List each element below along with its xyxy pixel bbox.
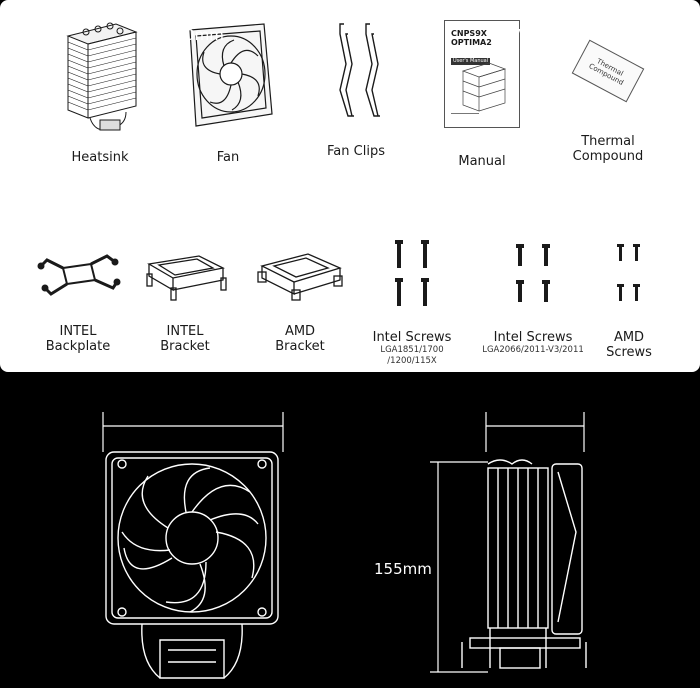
heatsink-icon — [66, 22, 138, 131]
amd-screws-item: AMD Screws — [598, 242, 660, 360]
screws-icon — [516, 244, 550, 302]
manual-cover-illustration — [461, 62, 507, 112]
intel-screws-1851-sub-1: LGA1851/1700 — [380, 345, 444, 355]
intel-screws-1851-sub-2: /1200/115X — [387, 356, 437, 366]
fan-item: Fan — [178, 22, 278, 165]
intel-bracket-label-2: Bracket — [160, 339, 210, 354]
fan-label: Fan — [216, 150, 240, 165]
intel-screws-1851-label: Intel Screws — [372, 330, 452, 345]
accessories-panel: Heatsink Fan — [0, 0, 700, 372]
thermal-compound-label-1: Thermal — [581, 134, 635, 149]
manual-item: CNPS9X OPTIMA2 User's Manual Manual — [432, 20, 532, 169]
amd-screws-label-1: AMD — [613, 330, 645, 345]
width-dimension-label: 120mm — [166, 26, 224, 44]
manual-footer-lines — [451, 113, 479, 121]
intel-bracket-label-1: INTEL — [166, 324, 204, 339]
intel-backplate-label-2: Backplate — [45, 339, 111, 354]
intel-bracket-item: INTEL Bracket — [138, 250, 232, 354]
amd-bracket-item: AMD Bracket — [252, 250, 348, 354]
intel-screws-2066-item: Intel Screws LGA2066/2011-V3/2011 — [470, 242, 596, 356]
manual-model: CNPS9X — [451, 29, 487, 38]
amd-bracket-label-1: AMD — [284, 324, 316, 339]
fan-icon — [189, 23, 273, 127]
depth-dimension-label: 75mm — [512, 26, 561, 44]
height-dimension-label: 155mm — [374, 560, 432, 578]
intel-bracket-icon — [146, 255, 227, 301]
amd-screws-label-2: Screws — [606, 345, 652, 360]
intel-screws-2066-label: Intel Screws — [493, 330, 573, 345]
manual-icon: CNPS9X OPTIMA2 User's Manual — [444, 20, 520, 128]
screws-icon — [395, 240, 429, 306]
intel-backplate-item: INTEL Backplate — [30, 246, 126, 354]
manual-tag: User's Manual — [451, 58, 491, 65]
fan-clips-item: Fan Clips — [306, 20, 406, 159]
thermal-compound-packet-text: Thermal Compound — [587, 57, 625, 87]
screws-icon — [617, 244, 640, 301]
intel-screws-1851-item: Intel Screws LGA1851/1700 /1200/115X — [366, 238, 458, 367]
front-view — [105, 451, 279, 679]
thermal-compound-item: Thermal Compound Thermal Compound — [558, 39, 658, 164]
heatsink-item: Heatsink — [50, 18, 150, 165]
thermal-compound-label-2: Compound — [572, 149, 644, 164]
manual-name: OPTIMA2 — [451, 38, 492, 47]
heatsink-label: Heatsink — [71, 150, 129, 165]
intel-screws-2066-sub: LGA2066/2011-V3/2011 — [482, 345, 584, 355]
side-view — [461, 459, 587, 669]
fan-clips-icon — [339, 23, 380, 117]
manual-label: Manual — [458, 154, 506, 169]
amd-bracket-label-2: Bracket — [275, 339, 325, 354]
thermal-compound-icon: Thermal Compound — [571, 39, 645, 103]
intel-backplate-icon — [37, 254, 121, 296]
intel-backplate-label-1: INTEL — [59, 324, 97, 339]
amd-bracket-icon — [257, 253, 343, 301]
dimension-drawing — [102, 412, 587, 679]
fan-clips-label: Fan Clips — [327, 144, 385, 159]
